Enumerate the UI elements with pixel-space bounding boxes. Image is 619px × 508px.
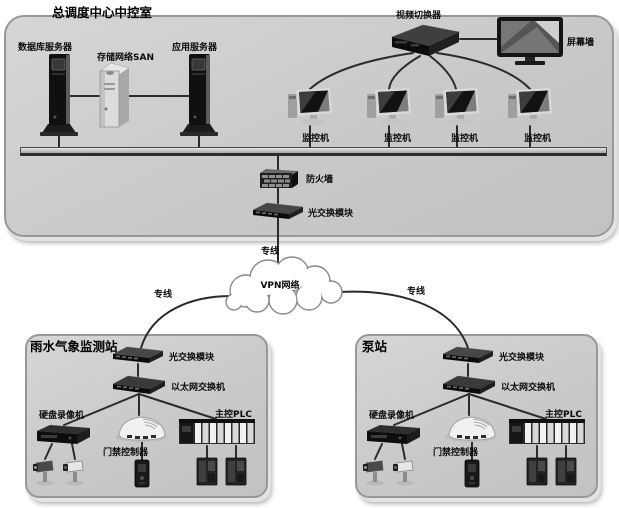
rain-camera-icon (31, 458, 59, 486)
screen-wall-label: 屏幕墙 (567, 38, 595, 48)
vpn-cloud-icon (225, 256, 343, 315)
pump-plc-icon (509, 417, 587, 447)
rain-dvr-label: 硬盘录像机 (39, 411, 85, 421)
video-fan-wires (309, 38, 531, 90)
firewall-label: 防火墙 (306, 175, 334, 185)
pump-camera-icon (361, 458, 389, 486)
pump-plc-label: 主控PLC (545, 410, 582, 420)
trunk-line-left-label: 专线 (154, 290, 173, 300)
pump-station-wires (374, 363, 567, 461)
rain-plc-label: 主控PLC (215, 410, 252, 420)
optical-module-label: 光交换模块 (308, 209, 354, 219)
video-switcher-label: 视频切换器 (396, 11, 442, 21)
network-bus-bar (20, 147, 607, 156)
pump-access-controller-label: 门禁控制器 (433, 448, 479, 458)
pump-dvr-icon (364, 423, 422, 447)
pump-dvr-label: 硬盘录像机 (369, 411, 415, 421)
video-switcher-icon (387, 23, 463, 59)
pump-card-reader-icon (463, 459, 481, 489)
database-server-label: 数据库服务器 (18, 43, 73, 53)
firewall-icon (258, 168, 300, 190)
rain-optical-module-icon (111, 345, 165, 365)
vpn-cloud-label: VPN网络 (260, 281, 300, 291)
rain-station-wires (44, 363, 237, 461)
screen-wall-icon (497, 17, 563, 67)
pump-optical-module-label: 光交换模块 (499, 353, 545, 363)
monitor-pc-icon (365, 87, 413, 127)
trunk-line-top-label: 专线 (261, 247, 280, 257)
monitor-label: 监控机 (451, 134, 479, 144)
rain-dvr-icon (34, 423, 92, 447)
rain-access-controller-label: 门禁控制器 (103, 448, 149, 458)
monitor-pc-icon (433, 87, 481, 127)
pump-access-controller-icon (443, 413, 499, 443)
monitor-label: 监控机 (384, 134, 412, 144)
monitor-pc-icon (506, 87, 554, 127)
rain-ethernet-switch-icon (111, 374, 167, 396)
rain-optical-module-label: 光交换模块 (169, 353, 215, 363)
pump-plc-module-icon (525, 457, 549, 487)
control-center-title: 总调度中心中控室 (52, 5, 153, 20)
pump-optical-module-icon (441, 345, 495, 365)
pump-station-title: 泵站 (362, 339, 388, 354)
monitor-label: 监控机 (524, 134, 552, 144)
monitor-pc-icon (286, 87, 334, 127)
database-server-icon (39, 53, 79, 137)
rain-camera-icon (61, 458, 89, 486)
pump-ethernet-switch-icon (441, 374, 497, 396)
rain-plc-module-icon (224, 457, 248, 487)
wan-link-wires (140, 290, 469, 349)
app-server-label: 应用服务器 (172, 43, 218, 53)
trunk-line-right-label: 专线 (407, 287, 426, 297)
rain-card-reader-icon (133, 459, 151, 489)
app-server-icon (179, 53, 219, 137)
storage-san-label: 存储网络SAN (97, 53, 154, 63)
pump-plc-module-icon (554, 457, 578, 487)
optical-module-icon (251, 201, 305, 221)
rain-plc-icon (179, 417, 257, 447)
pump-camera-icon (391, 458, 419, 486)
storage-san-icon (96, 61, 132, 129)
rain-plc-module-icon (195, 457, 219, 487)
rain-access-controller-icon (113, 413, 169, 443)
rain-station-title: 雨水气象监测站 (30, 339, 118, 354)
monitor-label: 监控机 (302, 134, 330, 144)
rain-ethernet-switch-label: 以太网交换机 (171, 383, 226, 393)
pump-ethernet-switch-label: 以太网交换机 (501, 383, 556, 393)
